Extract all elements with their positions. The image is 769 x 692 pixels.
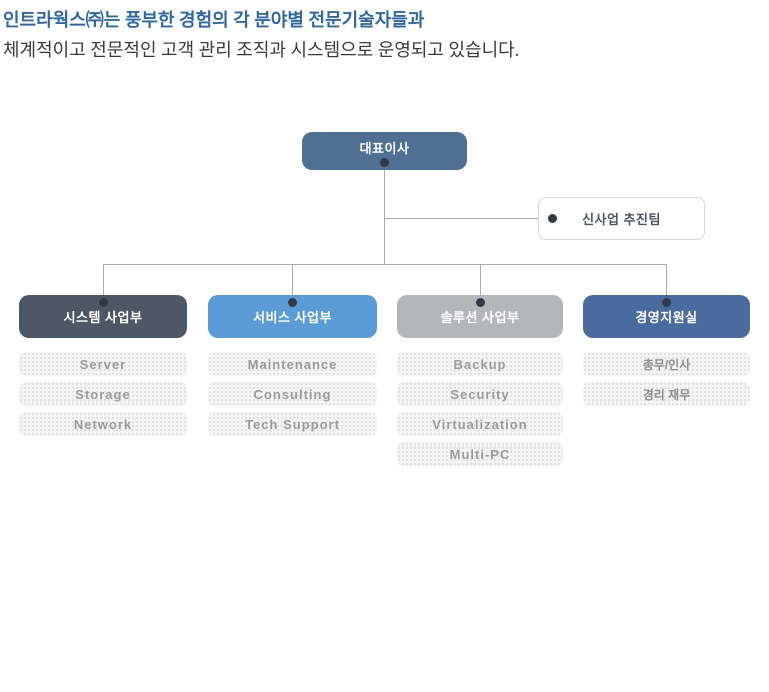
intro-line-2: 체계적이고 전문적인 고객 관리 조직과 시스템으로 운영되고 있습니다.: [3, 40, 520, 60]
connector-dot-new-business: [548, 214, 557, 223]
connector-drop-solution: [480, 264, 481, 298]
org-node-ceo: 대표이사: [302, 132, 467, 170]
list-item: Server: [19, 352, 187, 376]
org-column-solution: 솔루션 사업부 Backup Security Virtualization M…: [397, 295, 563, 466]
intro-line-1: 인트라웍스㈜는 풍부한 경험의 각 분야별 전문기술자들과: [3, 10, 425, 30]
intro-text: 인트라웍스㈜는 풍부한 경험의 각 분야별 전문기술자들과 체계적이고 전문적인…: [3, 5, 519, 65]
org-node-system-label: 시스템 사업부: [63, 310, 143, 325]
list-item: Maintenance: [208, 352, 377, 376]
org-node-service-division: 서비스 사업부: [208, 295, 377, 338]
connector-dot-management: [662, 298, 671, 307]
org-column-system: 시스템 사업부 Server Storage Network: [19, 295, 187, 436]
org-node-ceo-label: 대표이사: [359, 140, 410, 156]
service-item-list: Maintenance Consulting Tech Support: [208, 352, 377, 436]
list-item: Tech Support: [208, 412, 377, 436]
org-node-new-business-team: 신사업 추진팀: [538, 197, 705, 240]
list-item: 총무/인사: [583, 352, 750, 376]
org-node-solution-label: 솔루션 사업부: [440, 310, 520, 325]
org-column-service: 서비스 사업부 Maintenance Consulting Tech Supp…: [208, 295, 377, 436]
org-node-system-division: 시스템 사업부: [19, 295, 187, 338]
org-node-new-business-label: 신사업 추진팀: [582, 212, 661, 227]
org-node-management-office: 경영지원실: [583, 295, 750, 338]
connector-dot-service: [288, 298, 297, 307]
org-node-management-label: 경영지원실: [635, 310, 698, 325]
connector-drop-management: [666, 264, 667, 298]
connector-dot-ceo: [380, 158, 389, 167]
system-item-list: Server Storage Network: [19, 352, 187, 436]
connector-drop-service: [292, 264, 293, 298]
connector-staff-branch: [384, 218, 550, 219]
management-item-list: 총무/인사 경리 재무: [583, 352, 750, 406]
list-item: Storage: [19, 382, 187, 406]
org-node-solution-division: 솔루션 사업부: [397, 295, 563, 338]
connector-trunk-vertical: [384, 166, 385, 264]
list-item: Consulting: [208, 382, 377, 406]
solution-item-list: Backup Security Virtualization Multi-PC: [397, 352, 563, 466]
list-item: Network: [19, 412, 187, 436]
list-item: Security: [397, 382, 563, 406]
org-column-management: 경영지원실 총무/인사 경리 재무: [583, 295, 750, 406]
connector-drop-system: [103, 264, 104, 298]
list-item: 경리 재무: [583, 382, 750, 406]
list-item: Backup: [397, 352, 563, 376]
org-node-service-label: 서비스 사업부: [253, 310, 332, 325]
connector-main-horizontal: [103, 264, 667, 265]
list-item: Virtualization: [397, 412, 563, 436]
list-item: Multi-PC: [397, 442, 563, 466]
connector-dot-system: [98, 298, 108, 307]
connector-dot-solution: [475, 298, 485, 307]
